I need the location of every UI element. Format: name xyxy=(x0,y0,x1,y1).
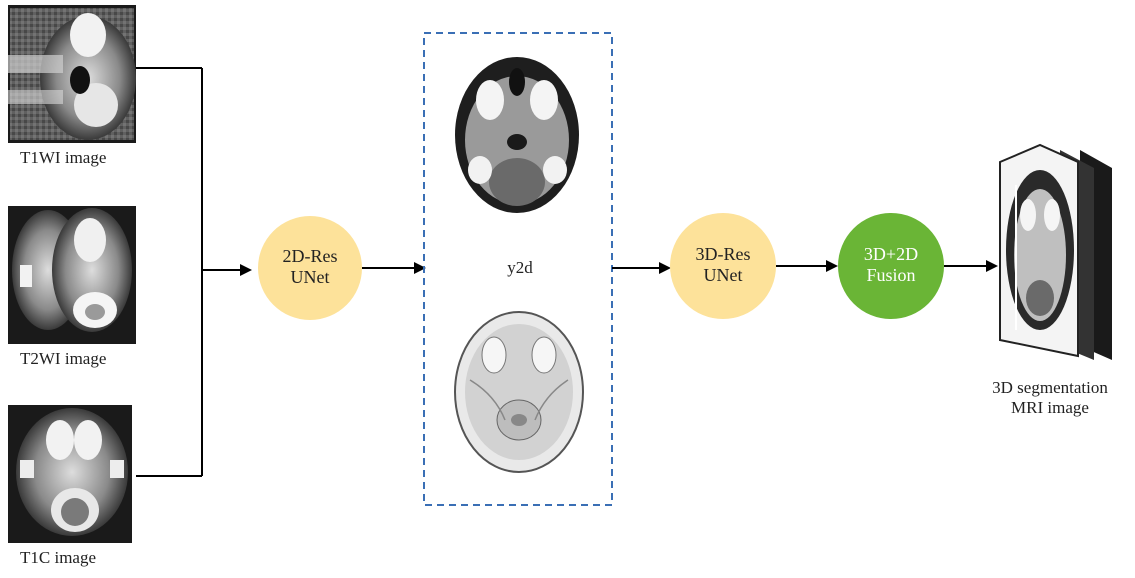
input-connectors xyxy=(136,67,252,477)
output-label-line2: MRI image xyxy=(1011,398,1089,417)
t2wi-thumbnail xyxy=(8,206,136,344)
t2wi-label: T2WI image xyxy=(20,349,107,368)
res3d-unet-node xyxy=(670,213,776,319)
res3d-unet-line2: UNet xyxy=(703,265,743,285)
res2d-unet-label: 2D-Res UNet xyxy=(258,246,362,288)
output-label: 3D segmentation MRI image xyxy=(970,378,1130,418)
fusion-line1: 3D+2D xyxy=(863,244,919,264)
res3d-unet-line1: 3D-Res xyxy=(695,244,751,264)
y2d-segmentation-image-bottom xyxy=(452,305,587,475)
res2d-unet-circle xyxy=(258,216,362,320)
res2d-unet-node xyxy=(258,216,362,320)
t1c-thumbnail xyxy=(8,405,132,543)
res2d-unet-line1: 2D-Res xyxy=(282,246,338,266)
fusion-circle xyxy=(838,213,944,319)
fusion-label: 3D+2D Fusion xyxy=(839,244,943,286)
t1wi-label: T1WI image xyxy=(20,148,107,167)
output-label-line1: 3D segmentation xyxy=(992,378,1108,397)
t1c-label: T1C image xyxy=(20,548,97,567)
res3d-unet-circle xyxy=(670,213,776,319)
res3d-unet-label: 3D-Res UNet xyxy=(671,244,775,286)
y2d-label: y2d xyxy=(507,258,533,277)
fusion-line2: Fusion xyxy=(866,265,916,285)
t1wi-thumbnail xyxy=(8,5,136,143)
output-3d-volume xyxy=(999,143,1112,360)
y2d-segmentation-image-top xyxy=(450,50,585,220)
res2d-unet-line2: UNet xyxy=(290,267,330,287)
fusion-node xyxy=(838,213,944,319)
